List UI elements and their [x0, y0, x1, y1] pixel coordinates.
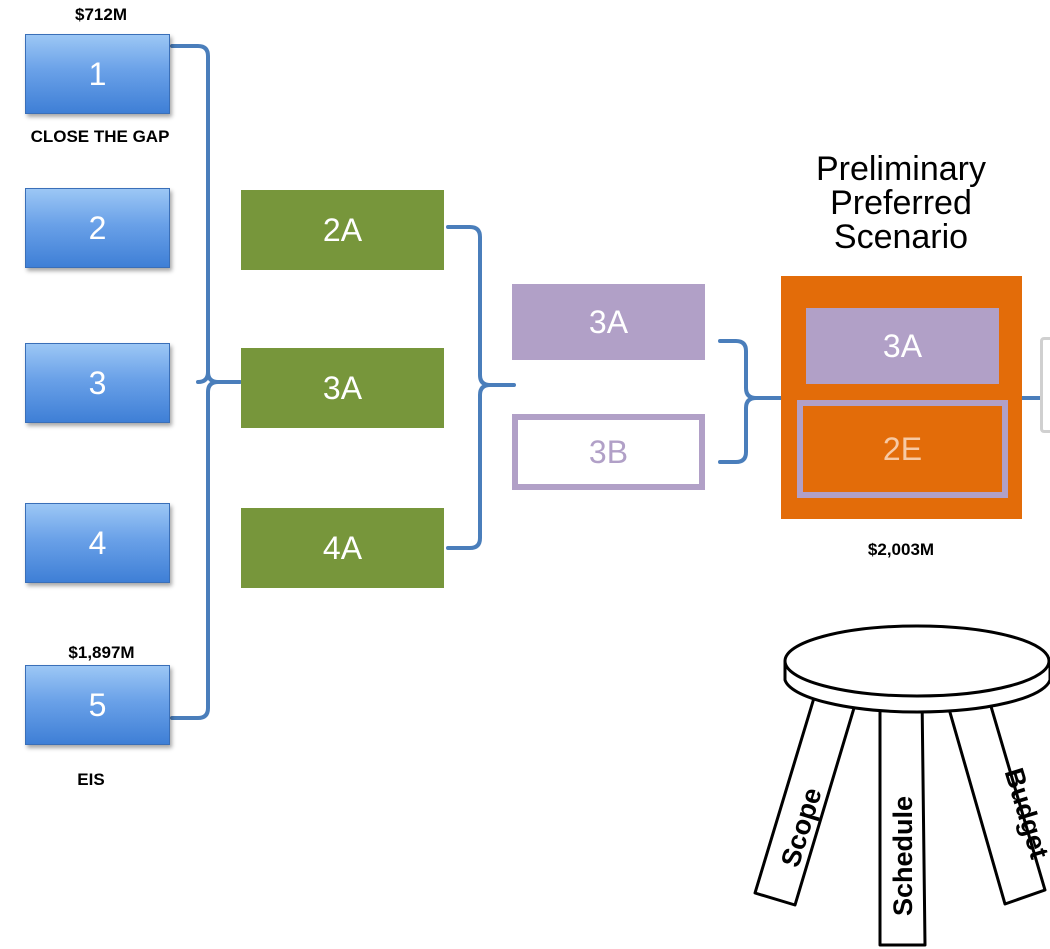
preferred-scenario-title: Preliminary Preferred Scenario: [770, 152, 1032, 254]
stool-seat-top: [783, 624, 1050, 698]
scenario-box-3: 3: [25, 343, 170, 423]
caption-eis: EIS: [77, 770, 105, 789]
title-line-1: Preliminary: [815, 150, 987, 188]
scenario-box-4a: 4A: [241, 508, 444, 588]
title-line-3: Scenario: [833, 218, 969, 256]
title-line-2: Preferred: [830, 184, 972, 222]
caption-close-the-gap: CLOSE THE GAP: [30, 127, 170, 146]
scenario-box-3a-purple: 3A: [512, 284, 705, 360]
cost-label-1: $712M: [75, 5, 127, 24]
bracket-col3: [718, 339, 783, 464]
scenario-box-3b: 3B: [512, 414, 705, 490]
stool-icon: Scope Schedule Budget: [753, 624, 1050, 947]
scenario-box-2a: 2A: [241, 190, 444, 270]
cost-label-preferred: $2,003M: [867, 540, 935, 559]
scenario-box-5: 5: [25, 665, 170, 745]
scenario-box-2: 2: [25, 188, 170, 268]
preferred-box-2e: 2E: [797, 400, 1008, 498]
scenario-box-1: 1: [25, 34, 170, 114]
stool-leg-label-schedule: Schedule: [888, 796, 918, 916]
bracket-col1: [170, 44, 242, 720]
preferred-box-3a: 3A: [806, 308, 999, 384]
offscreen-box-stub: [1040, 337, 1050, 433]
bracket-col2: [446, 225, 516, 550]
cost-label-5: $1,897M: [68, 643, 135, 662]
scenario-box-4: 4: [25, 503, 170, 583]
preferred-scenario-box: 3A 2E: [781, 276, 1022, 519]
scenario-box-3a-green: 3A: [241, 348, 444, 428]
